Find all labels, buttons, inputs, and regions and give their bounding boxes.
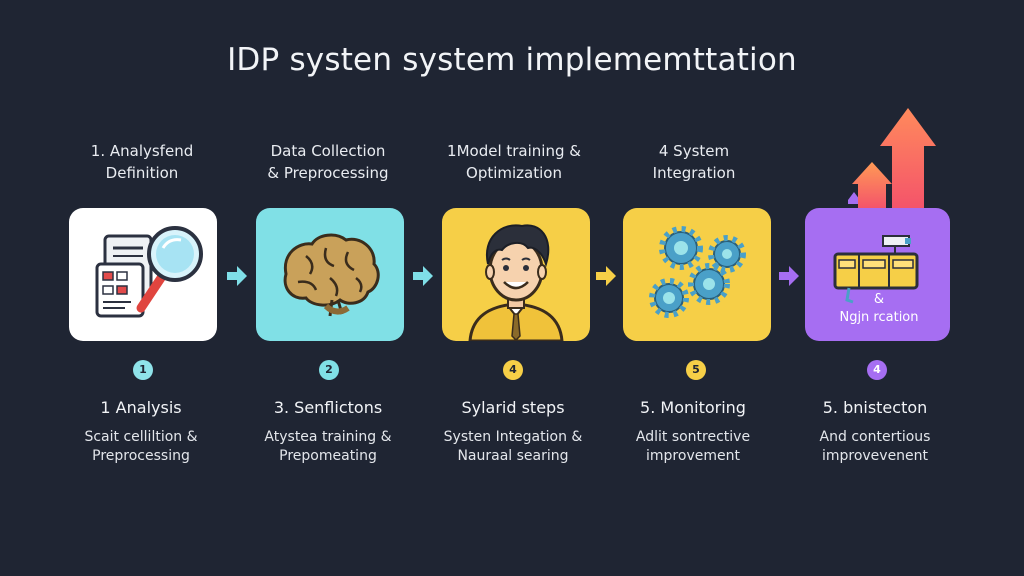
step-desc-2: Atystea training & Prepomeating [264,429,392,464]
connector-arrow-icon [596,266,616,286]
step-desc-4: Adlit sontrective improvement [635,429,751,464]
connector-arrow-icon [779,266,799,286]
connector-arrow-4 [779,266,799,286]
step-desc-5: And contertious improvevenent [819,429,931,464]
connector-arrow-2 [413,266,433,286]
step-card-1 [69,208,217,341]
connector-arrow-icon [413,266,433,286]
arrow-big [880,108,936,208]
step-desc-1: Scait celliltion & Preprocessing [84,429,198,464]
document-magnifier-icon [95,226,203,318]
step-card-5: & Ngjn rcation [805,208,950,341]
step-badge-1: 1 [133,360,153,380]
arrow-mid [852,162,892,208]
step-label-2: Data Collection & Preprocessing [267,142,389,182]
growth-arrows-icon [848,108,936,208]
connector-arrow-1 [227,266,247,286]
step-card-3 [442,208,590,341]
step-label-4: 4 System Integration [652,142,736,182]
step-card-4 [623,208,771,341]
brain-icon [283,233,380,317]
step-badge-3: 4 [503,360,523,380]
person-icon [468,224,564,341]
step-subtitle-2: 3. Senflictons [273,398,383,417]
step-subtitle-1: 1 Analysis [100,398,182,417]
step-label-1: 1. Analysfend Definition [90,142,194,182]
step-badge-4: 5 [686,360,706,380]
connector-arrow-3 [596,266,616,286]
card-5-text-line1: & [873,292,885,307]
step-badge-5: 4 [867,360,887,380]
step-badge-2: 2 [319,360,339,380]
step-subtitle-5: 5. bnistecton [822,398,928,417]
step-subtitle-4: 5. Monitoring [640,398,746,417]
card-5-text-line2: Ngjn rcation [839,310,919,325]
step-desc-3: Systen Integation & Nauraal searing [443,429,583,464]
step-card-2 [256,208,404,341]
diagram-title: IDP systen system implememttation [227,42,797,78]
gears-icon [649,226,746,318]
step-label-3: 1Model training & Optimization [447,142,581,182]
arrow-small [848,192,860,204]
step-subtitle-3: Sylarid steps [461,398,565,417]
machine-icon [833,235,919,304]
connector-arrow-icon [227,266,247,286]
